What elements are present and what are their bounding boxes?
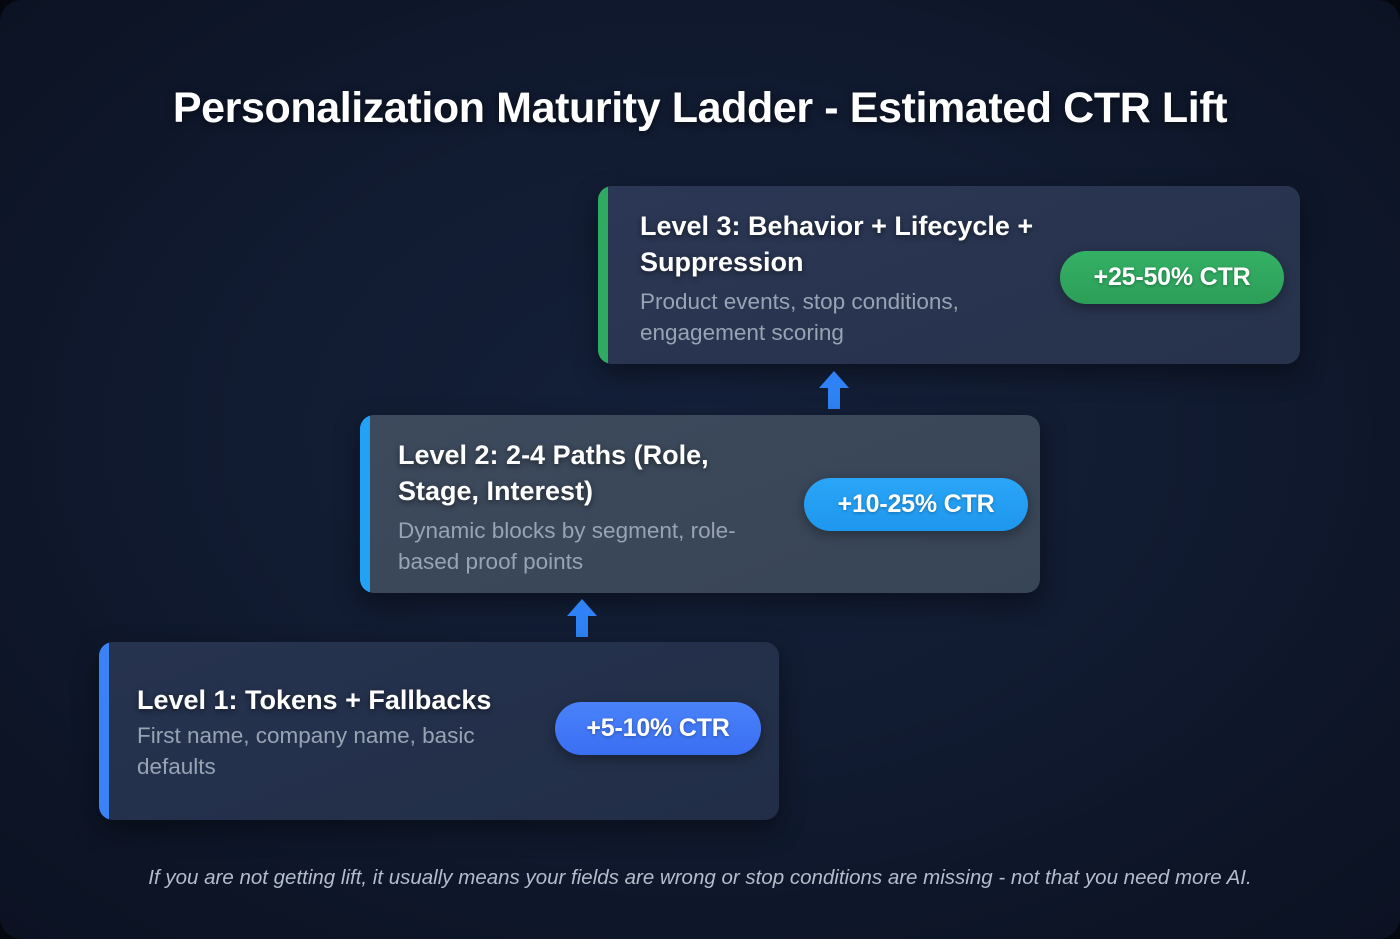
- level-2-subtitle: Dynamic blocks by segment, role-based pr…: [398, 518, 736, 574]
- level-1-subtitle: First name, company name, basic defaults: [137, 723, 475, 779]
- arrow-up-icon-level1-to-level2: [565, 598, 599, 638]
- level-1-card-body: Level 1: Tokens + Fallbacks First name, …: [109, 642, 779, 820]
- footer-note: If you are not getting lift, it usually …: [148, 866, 1252, 889]
- level-3-title: Level 3: Behavior + Lifecycle + Suppress…: [640, 211, 1034, 277]
- level-1-accent-bar: [99, 642, 109, 820]
- page-title: Personalization Maturity Ladder - Estima…: [172, 84, 1228, 132]
- level-2-ctr-badge: +10-25% CTR: [804, 478, 1028, 531]
- level-3-subtitle: Product events, stop conditions, engagem…: [640, 289, 959, 345]
- level-3-ctr-badge: +25-50% CTR: [1060, 251, 1284, 304]
- level-1-title: Level 1: Tokens + Fallbacks: [137, 685, 492, 715]
- level-3-accent-bar: [598, 186, 608, 364]
- level-3-card-body: Level 3: Behavior + Lifecycle + Suppress…: [608, 186, 1300, 364]
- level-2-card[interactable]: Level 2: 2-4 Paths (Role, Stage, Interes…: [360, 415, 1040, 593]
- level-2-card-body: Level 2: 2-4 Paths (Role, Stage, Interes…: [370, 415, 1040, 593]
- arrow-up-icon-level2-to-level3: [817, 370, 851, 410]
- level-1-card[interactable]: Level 1: Tokens + Fallbacks First name, …: [99, 642, 779, 820]
- level-2-accent-bar: [360, 415, 370, 593]
- level-3-card[interactable]: Level 3: Behavior + Lifecycle + Suppress…: [598, 186, 1300, 364]
- level-2-title: Level 2: 2-4 Paths (Role, Stage, Interes…: [398, 440, 709, 506]
- level-1-ctr-badge: +5-10% CTR: [555, 702, 761, 755]
